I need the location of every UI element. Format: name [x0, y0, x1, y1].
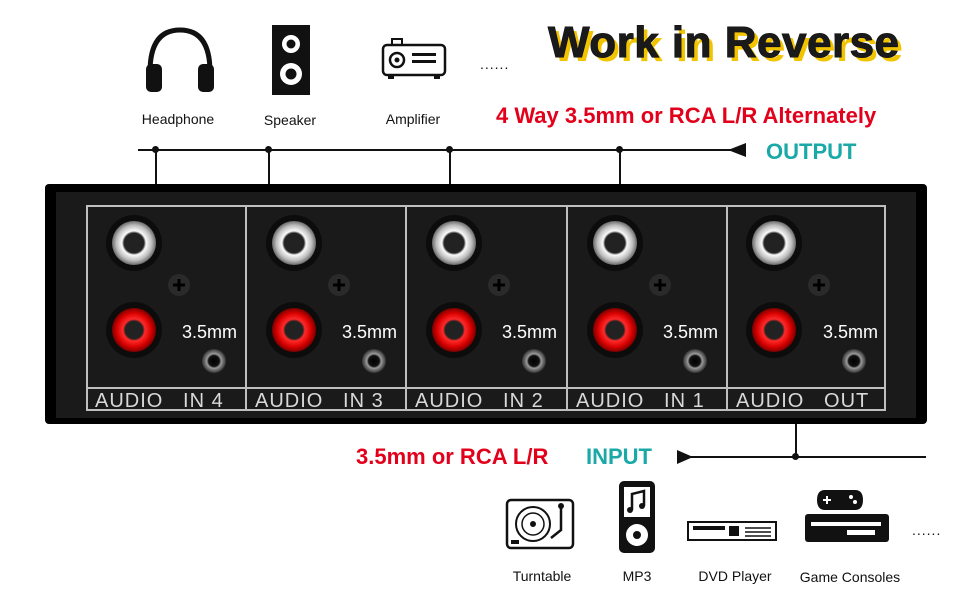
input-label: INPUT [586, 444, 652, 469]
input-bus-line [690, 456, 926, 458]
output-drop-line [268, 150, 270, 186]
more-output-devices: ...... [480, 56, 510, 72]
junction-dot [616, 146, 623, 153]
channel-label-out: AUDIO OUT [736, 390, 870, 412]
jack-label-out: 3.5mm [823, 322, 879, 342]
jack-label-in3: 3.5mm [342, 322, 398, 342]
input-drop-line [795, 424, 797, 458]
label-bar-divider [86, 387, 886, 389]
turntable-icon [505, 498, 575, 550]
output-headline: 4 Way 3.5mm or RCA L/R Alternately [496, 103, 877, 128]
jack-set-in2 [424, 213, 548, 375]
output-drop-line [155, 150, 157, 186]
mp3-player-icon [619, 481, 655, 553]
device-label-turntable: Turntable [512, 568, 572, 584]
jack-set-in1 [585, 213, 709, 375]
amplifier-icon [381, 38, 447, 79]
jack-label-in1: 3.5mm [663, 322, 719, 342]
jack-set-out [744, 213, 868, 375]
device-label-mp3: MP3 [622, 568, 652, 584]
headphone-icon [146, 27, 214, 92]
device-label-dvd-player: DVD Player [698, 568, 772, 584]
junction-dot [265, 146, 272, 153]
output-drop-line [619, 150, 621, 186]
channel-label-in4: AUDIO IN 4 [95, 390, 224, 412]
jack-label-in4: 3.5mm [182, 322, 238, 342]
channel-label-in3: AUDIO IN 3 [255, 390, 384, 412]
device-label-headphone: Headphone [141, 111, 215, 127]
junction-dot [152, 146, 159, 153]
jack-set-in3 [264, 213, 388, 375]
jack-label-in2: 3.5mm [502, 322, 558, 342]
channel-label-in2: AUDIO IN 2 [415, 390, 544, 412]
title-shadow: Work in Reverse [552, 22, 904, 71]
output-label: OUTPUT [766, 139, 857, 164]
output-drop-line [449, 150, 451, 186]
input-headline: 3.5mm or RCA L/R [356, 444, 549, 469]
junction-dot [792, 453, 799, 460]
more-input-devices: ...... [912, 522, 942, 538]
jack-set-in4 [104, 213, 228, 375]
junction-dot [446, 146, 453, 153]
jack-graphics [104, 213, 868, 375]
channel-label-in1: AUDIO IN 1 [576, 390, 705, 412]
device-label-amplifier: Amplifier [385, 111, 441, 127]
game-console-icon [805, 490, 889, 542]
dvd-player-icon [687, 521, 777, 541]
output-arrow-icon [728, 143, 746, 157]
output-bus-line [138, 149, 738, 151]
speaker-icon [272, 25, 310, 95]
channel-frame-out [726, 205, 886, 411]
page-title: Work in Reverse [548, 18, 900, 68]
device-label-speaker: Speaker [263, 112, 317, 128]
device-label-game-consoles: Game Consoles [799, 569, 901, 585]
input-arrow-icon [677, 450, 693, 464]
